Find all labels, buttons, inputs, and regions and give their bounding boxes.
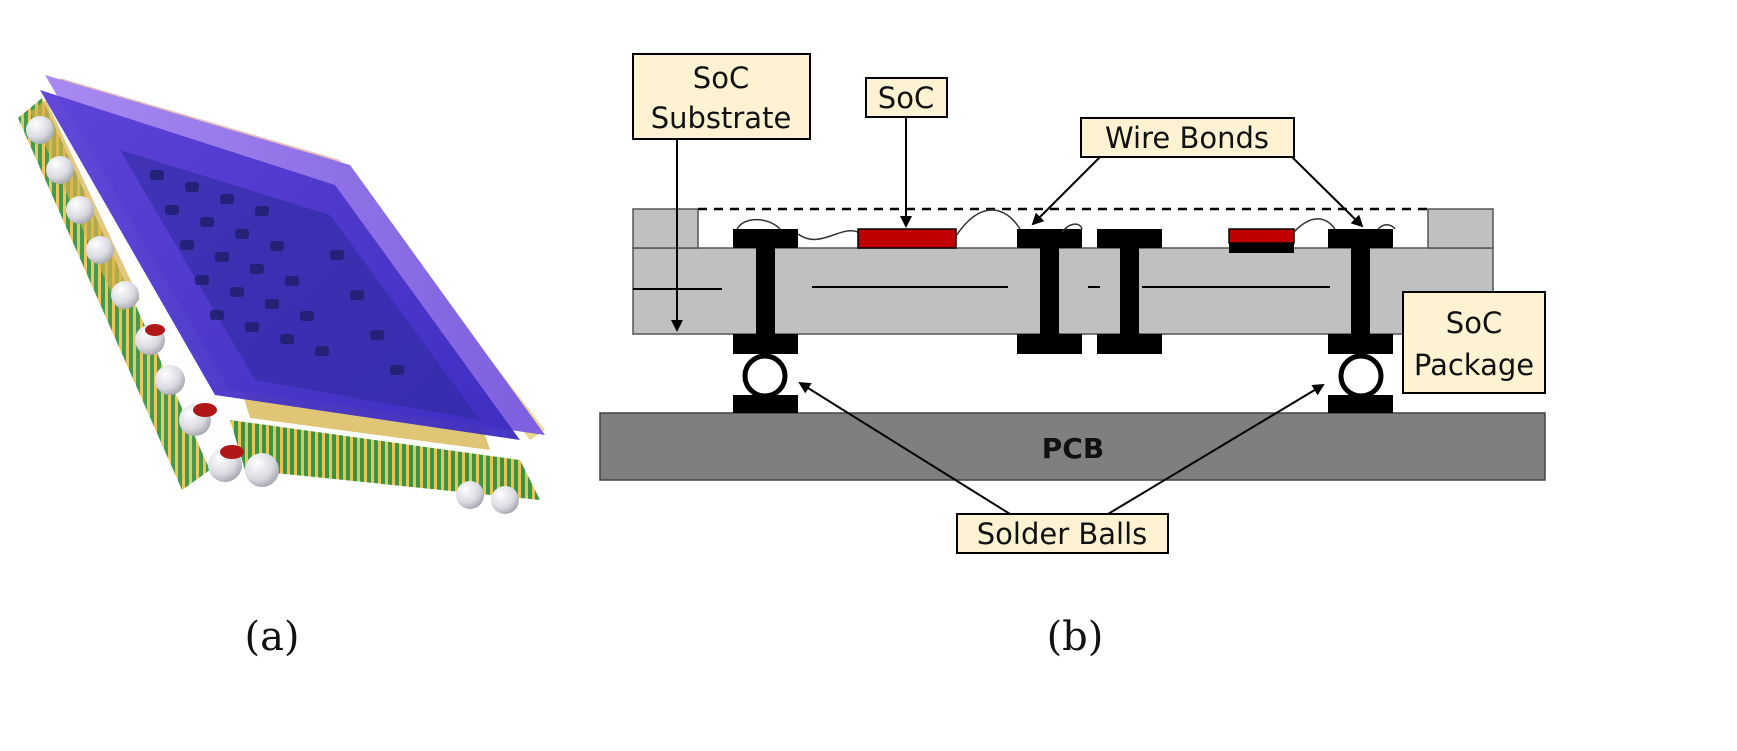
- arrow-solder-balls-right: [1107, 383, 1325, 515]
- via-right: [1328, 229, 1393, 354]
- soc-substrate-layer: [632, 247, 1494, 335]
- pad-grid: [150, 170, 404, 375]
- solder-balls-label: Solder Balls: [977, 517, 1148, 551]
- soc-substrate-label-line2: Substrate: [651, 101, 792, 135]
- callout-arrows: [671, 117, 1364, 515]
- pcb-pad-right: [1328, 395, 1393, 413]
- arrow-wire-bonds-right: [1291, 156, 1364, 228]
- wire-bonds: [736, 209, 1396, 241]
- soc-package-label-line2: Package: [1414, 348, 1534, 382]
- via-center-right: [1097, 229, 1162, 354]
- pcb-pad-left: [733, 395, 798, 413]
- right-mold-block: [1427, 208, 1494, 249]
- panel-b-caption: (b): [1047, 614, 1104, 660]
- arrow-wire-bonds-left: [1031, 156, 1101, 226]
- soc-die: [857, 228, 957, 249]
- solder-ball-right: [1338, 353, 1384, 399]
- solder-balls-callout-box: [956, 513, 1169, 554]
- solder-ball-left: [742, 353, 788, 399]
- soc-package-label-line1: SoC: [1446, 306, 1502, 340]
- panel-a-caption: (a): [244, 614, 299, 660]
- soc-substrate-label-line1: SoC: [693, 61, 749, 95]
- via-left: [733, 229, 798, 354]
- soc-die-small: [1228, 228, 1295, 244]
- pcb-label: PCB: [1042, 432, 1104, 465]
- left-mold-block: [632, 208, 699, 249]
- wire-bonds-label: Wire Bonds: [1105, 121, 1269, 155]
- via-center-left: [1017, 229, 1082, 354]
- soc-die-base: [1229, 243, 1294, 253]
- soc-label: SoC: [878, 81, 934, 115]
- pcb-board: [599, 412, 1546, 481]
- panel-a-illustration: [18, 75, 545, 514]
- soc-package-callout-box: [1402, 291, 1546, 394]
- soc-callout-box: [865, 77, 948, 118]
- solder-ball-array: [26, 116, 519, 514]
- wire-bonds-callout-box: [1080, 117, 1295, 158]
- panel-b-diagram: PCB: [599, 53, 1546, 554]
- soc-substrate-callout-box: [632, 53, 811, 140]
- arrow-solder-balls-left: [798, 381, 1011, 515]
